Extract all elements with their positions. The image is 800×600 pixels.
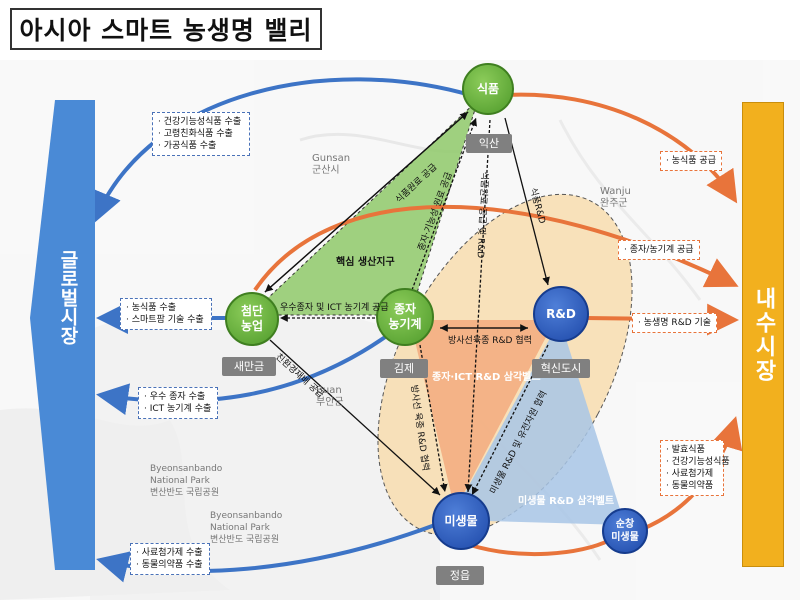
domestic-note-middle: 종자/농기계 공급: [618, 240, 700, 260]
domestic-note-rnd: 농생명 R&D 기술: [632, 313, 718, 333]
blue-zone-label: 미생물 R&D 삼각벨트: [518, 496, 615, 507]
node-food: 식품: [462, 63, 514, 115]
blue-zone: [450, 320, 625, 525]
location-saemangeum: 새만금: [222, 357, 276, 376]
location-iksan: 익산: [466, 134, 512, 153]
domestic-market-label: 내수시장: [751, 286, 776, 383]
page-title: 아시아 스마트 농생명 밸리: [10, 8, 322, 50]
domestic-note-top: 농식품 공급: [660, 151, 722, 171]
orange-zone-label: 종자·ICT R&D 삼각벨트: [432, 372, 541, 383]
global-market-label: 글로벌시장: [57, 250, 79, 345]
global-market-arrow: [55, 100, 95, 570]
global-note-top: 건강기능성식품 수출 고령친화식품 수출 가공식품 수출: [152, 112, 250, 156]
location-innovation-city: 혁신도시: [532, 359, 590, 378]
global-note-bottom: 사료첨가제 수출 동물의약품 수출: [130, 543, 210, 575]
flow-arrow: [504, 92, 738, 204]
domestic-market-bar: 내수시장: [742, 102, 784, 567]
global-note-middle: 농식품 수출 스마트팜 기술 수출: [120, 298, 212, 330]
node-cutting-edge-agriculture: 첨단 농업: [225, 292, 279, 346]
node-rnd: R&D: [533, 286, 589, 342]
node-seed-machinery: 종자 농기계: [376, 288, 434, 346]
node-sunchang-microbe: 순창 미생물: [602, 508, 648, 554]
location-gimje: 김제: [380, 359, 428, 378]
domestic-note-bottom: 발효식품 건강기능성식품 사료첨가제 동물의약품: [660, 440, 730, 496]
link-label-seed-cutting: 우수종자 및 ICT 농기계 공급: [280, 303, 389, 313]
orange-triangle: [410, 320, 555, 510]
flow-arrow: [469, 538, 611, 557]
link-label-seed-rnd: 방사선육종 R&D 협력: [448, 336, 532, 346]
global-note-lower: 우수 종자 수출 ICT 농기계 수출: [138, 387, 218, 419]
flow-arrow: [91, 77, 471, 224]
node-microbe: 미생물: [432, 492, 490, 550]
green-zone-label: 핵심 생산지구: [336, 257, 395, 268]
location-jeongeup: 정읍: [436, 566, 484, 585]
